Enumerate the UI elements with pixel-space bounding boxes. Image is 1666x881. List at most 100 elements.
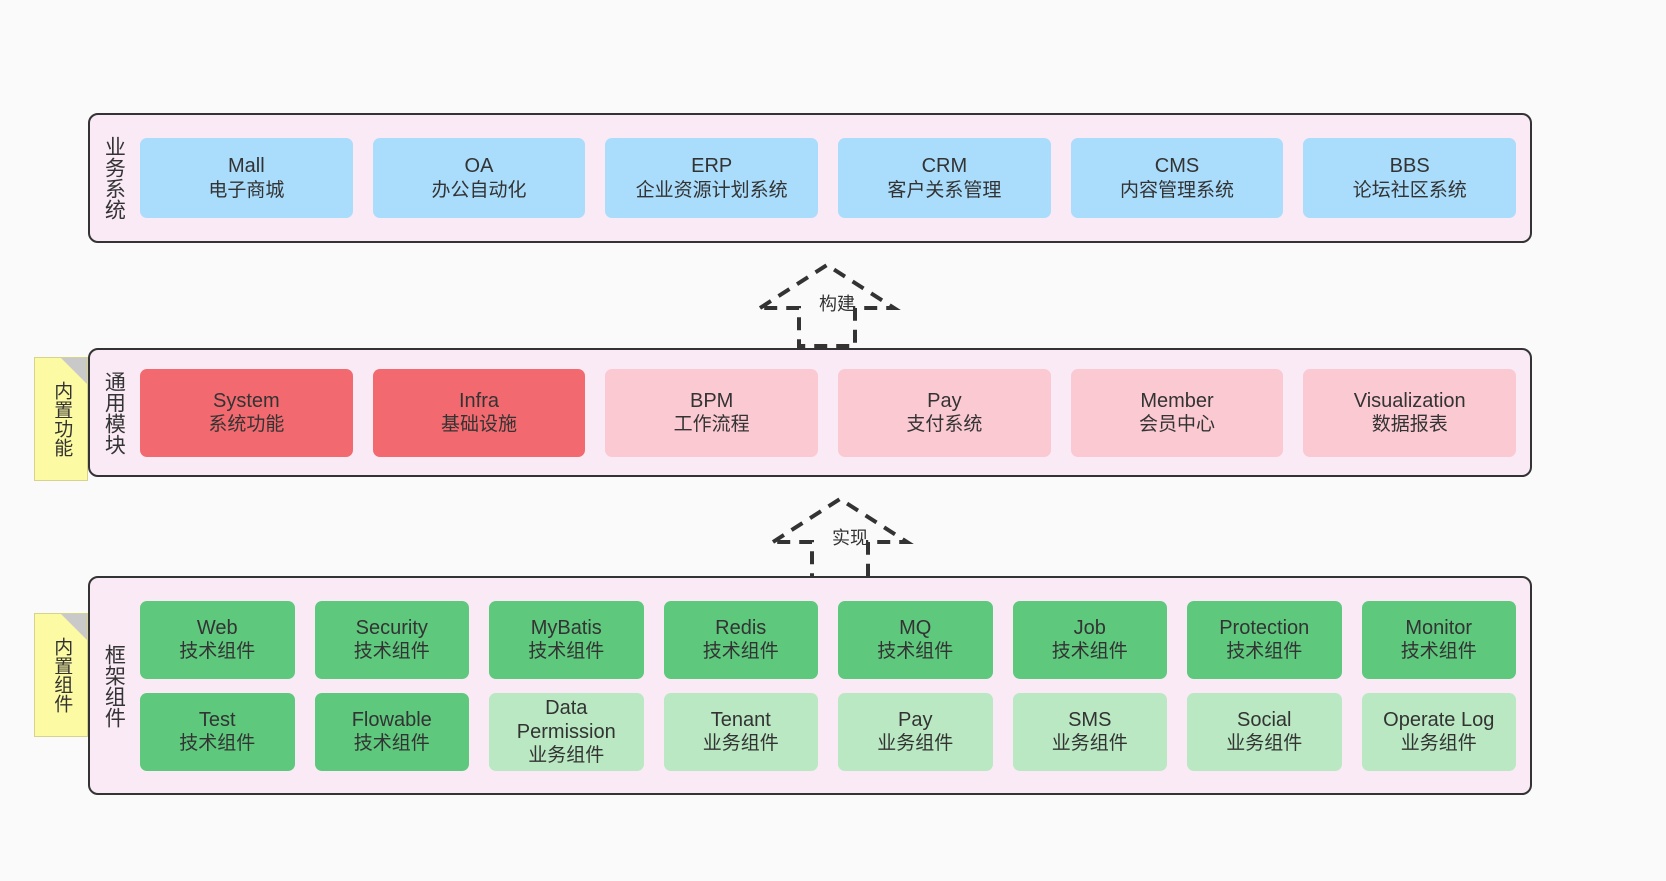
card-visualization-en: Visualization	[1353, 389, 1466, 412]
card-protection-en: Protection	[1219, 616, 1310, 639]
connector-implement-label: 实现	[832, 528, 868, 548]
card-flowable-en: Flowable	[351, 708, 432, 731]
card-mall[interactable]: Mall 电子商城	[140, 138, 353, 218]
card-infra-en: Infra	[458, 389, 500, 412]
card-security-cn: 技术组件	[353, 641, 430, 663]
card-bbs-cn: 论坛社区系统	[1352, 179, 1467, 201]
card-protection-cn: 技术组件	[1226, 641, 1303, 663]
card-monitor-en: Monitor	[1405, 616, 1473, 639]
card-social-cn: 业务组件	[1226, 733, 1303, 755]
card-tenant[interactable]: Tenant 业务组件	[663, 692, 818, 771]
connector-implement: 实现	[766, 494, 918, 584]
connector-build-label: 构建	[819, 294, 855, 314]
card-data-permission-cn: 业务组件	[528, 745, 605, 767]
connector-build: 构建	[753, 260, 905, 350]
connector-build-arrow-icon	[753, 262, 901, 348]
card-pay-component[interactable]: Pay 业务组件	[838, 692, 993, 771]
card-oa-en: OA	[464, 155, 494, 178]
layer-business-title: 业务系统	[102, 136, 126, 220]
card-bpm-cn: 工作流程	[673, 414, 750, 436]
card-job-en: Job	[1073, 616, 1106, 639]
card-crm[interactable]: CRM 客户关系管理	[838, 138, 1051, 218]
card-mall-cn: 电子商城	[208, 179, 285, 201]
layer-modules-body: System 系统功能 Infra 基础设施 BPM 工作流程 Pay 支付系统…	[136, 350, 1530, 475]
framework-tech-row: Web 技术组件 Security 技术组件 MyBatis 技术组件 Redi…	[140, 600, 1516, 679]
card-sms-cn: 业务组件	[1051, 733, 1128, 755]
card-redis-cn: 技术组件	[702, 641, 779, 663]
card-tenant-cn: 业务组件	[702, 733, 779, 755]
card-visualization[interactable]: Visualization 数据报表	[1303, 368, 1517, 457]
note-builtin-components: 内置组件	[34, 613, 88, 737]
card-data-permission[interactable]: Data Permission 业务组件	[489, 692, 644, 771]
card-pay-module-cn: 支付系统	[906, 414, 983, 436]
business-card-row: Mall 电子商城 OA 办公自动化 ERP 企业资源计划系统 CRM 客户关系…	[140, 138, 1517, 218]
card-bbs[interactable]: BBS 论坛社区系统	[1303, 138, 1517, 218]
card-system[interactable]: System 系统功能	[140, 368, 353, 457]
card-operate-log[interactable]: Operate Log 业务组件	[1361, 692, 1516, 771]
note-builtin-features: 内置功能	[34, 357, 88, 481]
card-web-cn: 技术组件	[179, 641, 256, 663]
card-infra-cn: 基础设施	[441, 414, 518, 436]
card-pay-component-en: Pay	[898, 708, 933, 731]
card-mybatis[interactable]: MyBatis 技术组件	[489, 600, 644, 679]
card-flowable[interactable]: Flowable 技术组件	[314, 692, 469, 771]
card-data-permission-en: Data Permission	[516, 696, 616, 743]
card-web[interactable]: Web 技术组件	[140, 600, 295, 679]
card-cms[interactable]: CMS 内容管理系统	[1070, 138, 1284, 218]
card-sms[interactable]: SMS 业务组件	[1012, 692, 1167, 771]
card-monitor[interactable]: Monitor 技术组件	[1361, 600, 1516, 679]
card-redis[interactable]: Redis 技术组件	[663, 600, 818, 679]
card-bbs-en: BBS	[1389, 155, 1430, 178]
card-security[interactable]: Security 技术组件	[314, 600, 469, 679]
card-test[interactable]: Test 技术组件	[140, 692, 295, 771]
card-test-cn: 技术组件	[179, 733, 256, 755]
card-erp-cn: 企业资源计划系统	[635, 179, 788, 201]
layer-framework-components: 框架组件 Web 技术组件 Security 技术组件 MyBatis 技术组件…	[88, 576, 1532, 795]
layer-general-modules: 通用模块 System 系统功能 Infra 基础设施 BPM 工作流程 Pay…	[88, 348, 1532, 477]
layer-framework-title: 框架组件	[102, 643, 126, 728]
card-flowable-cn: 技术组件	[353, 733, 430, 755]
card-tenant-en: Tenant	[710, 708, 771, 731]
card-erp-en: ERP	[691, 155, 733, 178]
card-bpm-en: BPM	[690, 389, 734, 412]
card-pay-module-en: Pay	[927, 389, 962, 412]
card-crm-cn: 客户关系管理	[887, 179, 1002, 201]
card-web-en: Web	[196, 616, 238, 639]
card-redis-en: Redis	[715, 616, 767, 639]
note-fold-icon	[61, 614, 87, 640]
card-test-en: Test	[198, 708, 236, 731]
card-social[interactable]: Social 业务组件	[1187, 692, 1342, 771]
card-system-cn: 系统功能	[208, 414, 285, 436]
card-sms-en: SMS	[1068, 708, 1112, 731]
card-mq[interactable]: MQ 技术组件	[838, 600, 993, 679]
card-system-en: System	[212, 389, 280, 412]
card-cms-cn: 内容管理系统	[1120, 179, 1235, 201]
card-operate-log-en: Operate Log	[1383, 708, 1495, 731]
card-mall-en: Mall	[228, 155, 265, 178]
card-mq-cn: 技术组件	[877, 641, 954, 663]
card-erp[interactable]: ERP 企业资源计划系统	[605, 138, 819, 218]
layer-modules-title: 通用模块	[102, 370, 126, 455]
card-crm-en: CRM	[921, 155, 968, 178]
card-protection[interactable]: Protection 技术组件	[1187, 600, 1342, 679]
card-infra[interactable]: Infra 基础设施	[372, 368, 586, 457]
card-member-cn: 会员中心	[1139, 414, 1216, 436]
card-bpm[interactable]: BPM 工作流程	[605, 368, 819, 457]
card-operate-log-cn: 业务组件	[1400, 733, 1477, 755]
framework-business-row: Test 技术组件 Flowable 技术组件 Data Permission …	[140, 692, 1516, 771]
connector-implement-arrow-icon	[766, 496, 914, 582]
card-pay-component-cn: 业务组件	[877, 733, 954, 755]
note-builtin-components-label: 内置组件	[51, 637, 73, 713]
card-oa[interactable]: OA 办公自动化	[372, 138, 586, 218]
card-pay-module[interactable]: Pay 支付系统	[838, 368, 1051, 457]
layer-business-systems: 业务系统 Mall 电子商城 OA 办公自动化 ERP 企业资源计划系统 CRM…	[88, 113, 1532, 243]
card-oa-cn: 办公自动化	[431, 179, 527, 201]
card-member[interactable]: Member 会员中心	[1070, 368, 1284, 457]
card-mybatis-cn: 技术组件	[528, 641, 605, 663]
note-builtin-features-label: 内置功能	[51, 381, 73, 457]
card-member-en: Member	[1140, 389, 1214, 412]
card-monitor-cn: 技术组件	[1400, 641, 1477, 663]
card-job[interactable]: Job 技术组件	[1012, 600, 1167, 679]
card-job-cn: 技术组件	[1051, 641, 1128, 663]
